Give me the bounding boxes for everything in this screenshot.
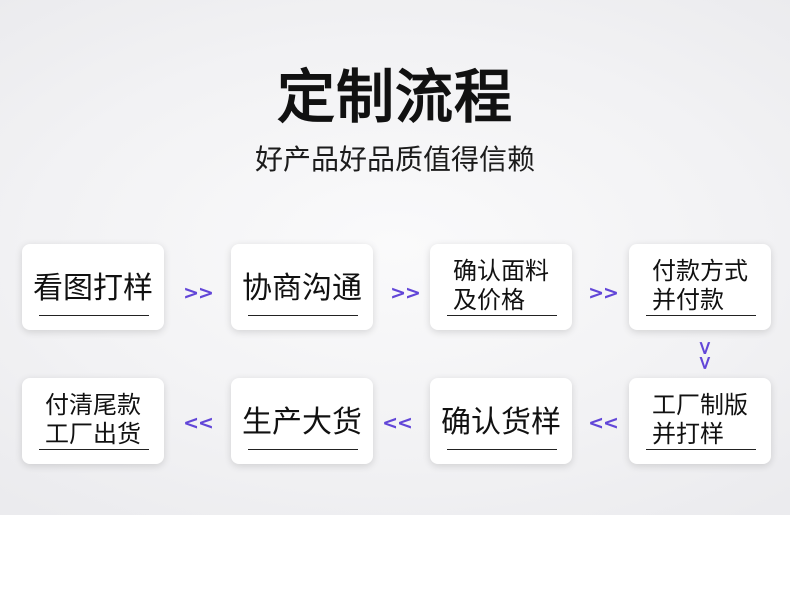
page-subtitle: 好产品好品质值得信赖 xyxy=(254,143,535,176)
page-title: 定制流程 xyxy=(276,63,513,131)
step-label-line: 及价格 xyxy=(453,286,525,314)
down-arrow: >> xyxy=(694,340,716,370)
step-underline xyxy=(39,315,149,316)
step-label-block: 工厂制版 并打样 xyxy=(629,391,771,449)
step-label: 生产大货 xyxy=(242,405,362,440)
step-underline xyxy=(248,449,358,450)
step-label-line: 确认面料 xyxy=(453,257,549,285)
step-underline xyxy=(248,315,358,316)
step-underline xyxy=(646,449,756,450)
step-label-line: 付款方式 xyxy=(652,257,748,285)
step-underline xyxy=(646,315,756,316)
step-label: 协商沟通 xyxy=(242,271,362,306)
step-box-confirm-fabric-price: 确认面料 及价格 xyxy=(430,244,572,330)
step-label-block: 确认面料 及价格 xyxy=(430,257,572,315)
step-label-line: 工厂制版 xyxy=(652,391,748,419)
step-underline xyxy=(447,449,557,450)
right-arrow: >> xyxy=(183,282,214,304)
left-arrow: << xyxy=(588,412,619,434)
step-box-sample-from-image: 看图打样 xyxy=(22,244,164,330)
step-underline xyxy=(39,449,149,450)
right-arrow: >> xyxy=(588,282,619,304)
step-box-final-payment-ship: 付清尾款 工厂出货 xyxy=(22,378,164,464)
left-arrow: << xyxy=(382,412,413,434)
step-label-block: 付清尾款 工厂出货 xyxy=(22,391,164,449)
step-label: 看图打样 xyxy=(33,271,153,306)
step-box-payment: 付款方式 并付款 xyxy=(629,244,771,330)
step-label-line: 付清尾款 xyxy=(45,391,141,419)
step-box-negotiate: 协商沟通 xyxy=(231,244,373,330)
step-label: 确认货样 xyxy=(441,405,561,440)
step-box-mass-production: 生产大货 xyxy=(231,378,373,464)
step-underline xyxy=(447,315,557,316)
right-arrow: >> xyxy=(390,282,421,304)
step-label-block: 付款方式 并付款 xyxy=(629,257,771,315)
step-label-line: 并打样 xyxy=(652,420,724,448)
left-arrow: << xyxy=(183,412,214,434)
step-label-line: 并付款 xyxy=(652,286,724,314)
step-box-pattern-sampling: 工厂制版 并打样 xyxy=(629,378,771,464)
step-box-confirm-sample: 确认货样 xyxy=(430,378,572,464)
step-label-line: 工厂出货 xyxy=(45,420,141,448)
